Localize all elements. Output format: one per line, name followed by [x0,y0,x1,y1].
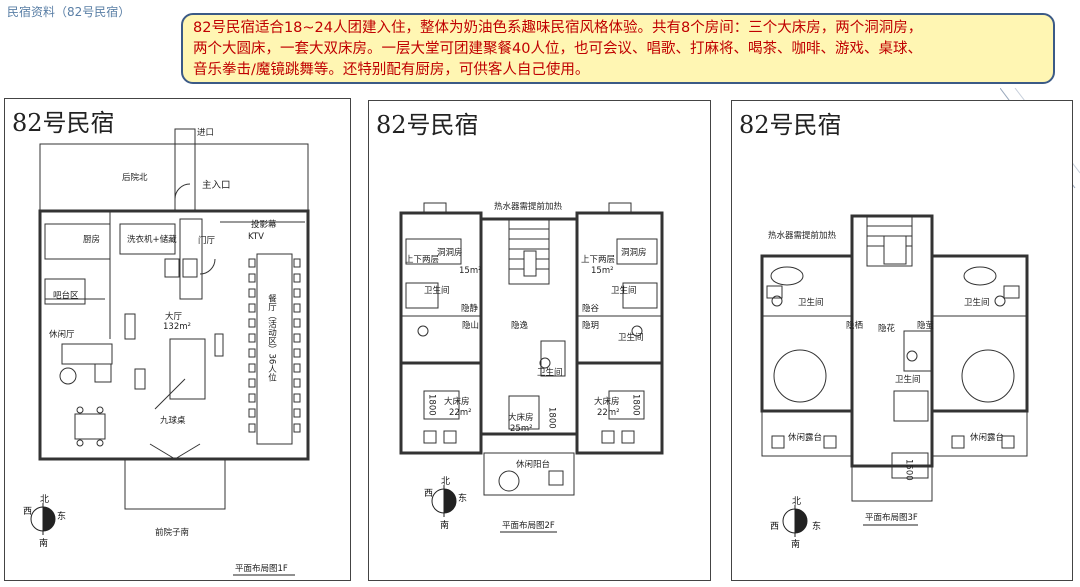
label-dining: 餐厅（活动区）36人位 [266,294,277,382]
floor-plan-3f-drawing [760,214,1029,537]
label-bar: 吧台区 [53,291,79,301]
description-line: 音乐拳击/魔镜跳舞等。还特别配有厨房，可供客人自己使用。 [193,62,590,78]
label-hall-area: 132m² [163,322,191,332]
compass-north: 北 [441,477,451,487]
compass-icon [782,505,808,537]
compass-north: 北 [40,495,50,505]
label-heater-note: 热水器需提前加热 [768,231,837,241]
label-heater-note: 热水器需提前加热 [494,202,563,212]
label-bath-left: 卫生间 [424,286,450,296]
label-bed-right: 大床房 [594,397,620,407]
compass-west: 西 [23,507,33,517]
plan-caption: 平面布局图3F [865,513,918,523]
label-bath-center: 卫生间 [537,368,563,378]
compass-south: 南 [440,521,450,531]
label-bed-center: 大床房 [508,413,534,423]
compass-west: 西 [770,522,780,532]
label-balcony: 休闲阳台 [516,460,551,470]
compass-icon [30,503,56,535]
label-room-jing: 隐静 [461,304,479,314]
floor-plan-1f-drawing [30,128,310,576]
label-bunk-right: 上下两层 [581,255,616,265]
label-room-shan: 隐山 [462,321,480,331]
label-dim-center: 1800 [546,407,557,429]
compass-south: 南 [39,539,49,549]
label-area-left: 15m² [459,266,482,276]
label-main-entrance: 主入口 [202,180,231,191]
sheet-title: 82号民宿 [739,111,842,139]
label-front-yard: 前院子南 [155,528,190,538]
label-bath-right-lower: 卫生间 [618,333,644,343]
compass-east: 东 [458,494,468,504]
label-bath-center: 卫生间 [895,375,921,385]
label-bed-right-area: 22m² [597,408,620,418]
label-kitchen: 厨房 [83,235,101,245]
label-bed-center-area: 25m² [510,424,533,434]
compass-north: 北 [792,497,802,507]
label-dim-left: 1800 [426,394,437,416]
label-lounge: 休闲厅 [49,330,75,340]
sheet-title: 82号民宿 [12,109,115,137]
label-bath-right: 卫生间 [964,298,990,308]
label-room-yi: 隐逸 [511,321,529,331]
label-dim-1500: 1500 [903,459,914,481]
description-line: 82号民宿适合18~24人团建入住，整体为奶油色系趣味民宿风格体验。共有8个房间… [193,20,923,36]
breadcrumb: 民宿资料（82号民宿） [7,5,131,19]
label-bed-left-area: 22m² [449,408,472,418]
label-vestibule: 门厅 [198,236,216,246]
compass-icon [431,485,457,517]
label-entrance: 进口 [197,128,215,138]
label-room-yue: 隐玥 [582,321,600,331]
label-area-right: 15m² [591,266,614,276]
label-room-xi: 隐栖 [846,321,864,331]
floor-plan-1f: 82号民宿 [4,98,351,581]
floor-plan-2f: 82号民宿 [368,100,711,581]
label-hall: 大厅 [165,312,183,322]
label-terrace-right: 休闲露台 [970,433,1005,443]
description-line: 两个大圆床，一套大双床房。一层大堂可团建聚餐40人位，也可会议、唱歌、打麻将、喝… [193,41,922,57]
label-billiards: 九球桌 [160,416,186,426]
label-bath-right: 卫生间 [611,286,637,296]
floor-plan-3f: 82号民宿 [731,100,1073,581]
label-bath-left: 卫生间 [798,298,824,308]
label-bunk-left: 上下两层 [405,255,440,265]
label-bed-left: 大床房 [444,397,470,407]
label-laundry: 洗衣机+储藏 [127,235,177,245]
compass-east: 东 [57,512,67,522]
label-room-ying: 隐萤 [917,321,935,331]
plan-caption: 平面布局图1F [235,564,288,574]
label-cave-left: 洞洞房 [437,248,463,258]
sheet-title: 82号民宿 [376,111,479,139]
label-ktv: KTV [248,232,264,242]
compass-east: 东 [812,522,822,532]
label-north-yard: 后院北 [122,173,148,183]
floor-plan-2f-drawing [399,202,664,533]
label-room-gu: 隐谷 [582,304,600,314]
label-projection: 投影幕 [251,220,277,230]
label-terrace-left: 休闲露台 [788,433,823,443]
description-box: 82号民宿适合18~24人团建入住，整体为奶油色系趣味民宿风格体验。共有8个房间… [181,13,1055,84]
compass-south: 南 [791,540,801,550]
label-cave-right: 洞洞房 [621,248,647,258]
label-dim-right: 1800 [630,394,641,416]
label-room-hua: 隐花 [878,324,896,334]
compass-west: 西 [424,489,434,499]
plan-caption: 平面布局图2F [502,521,555,531]
